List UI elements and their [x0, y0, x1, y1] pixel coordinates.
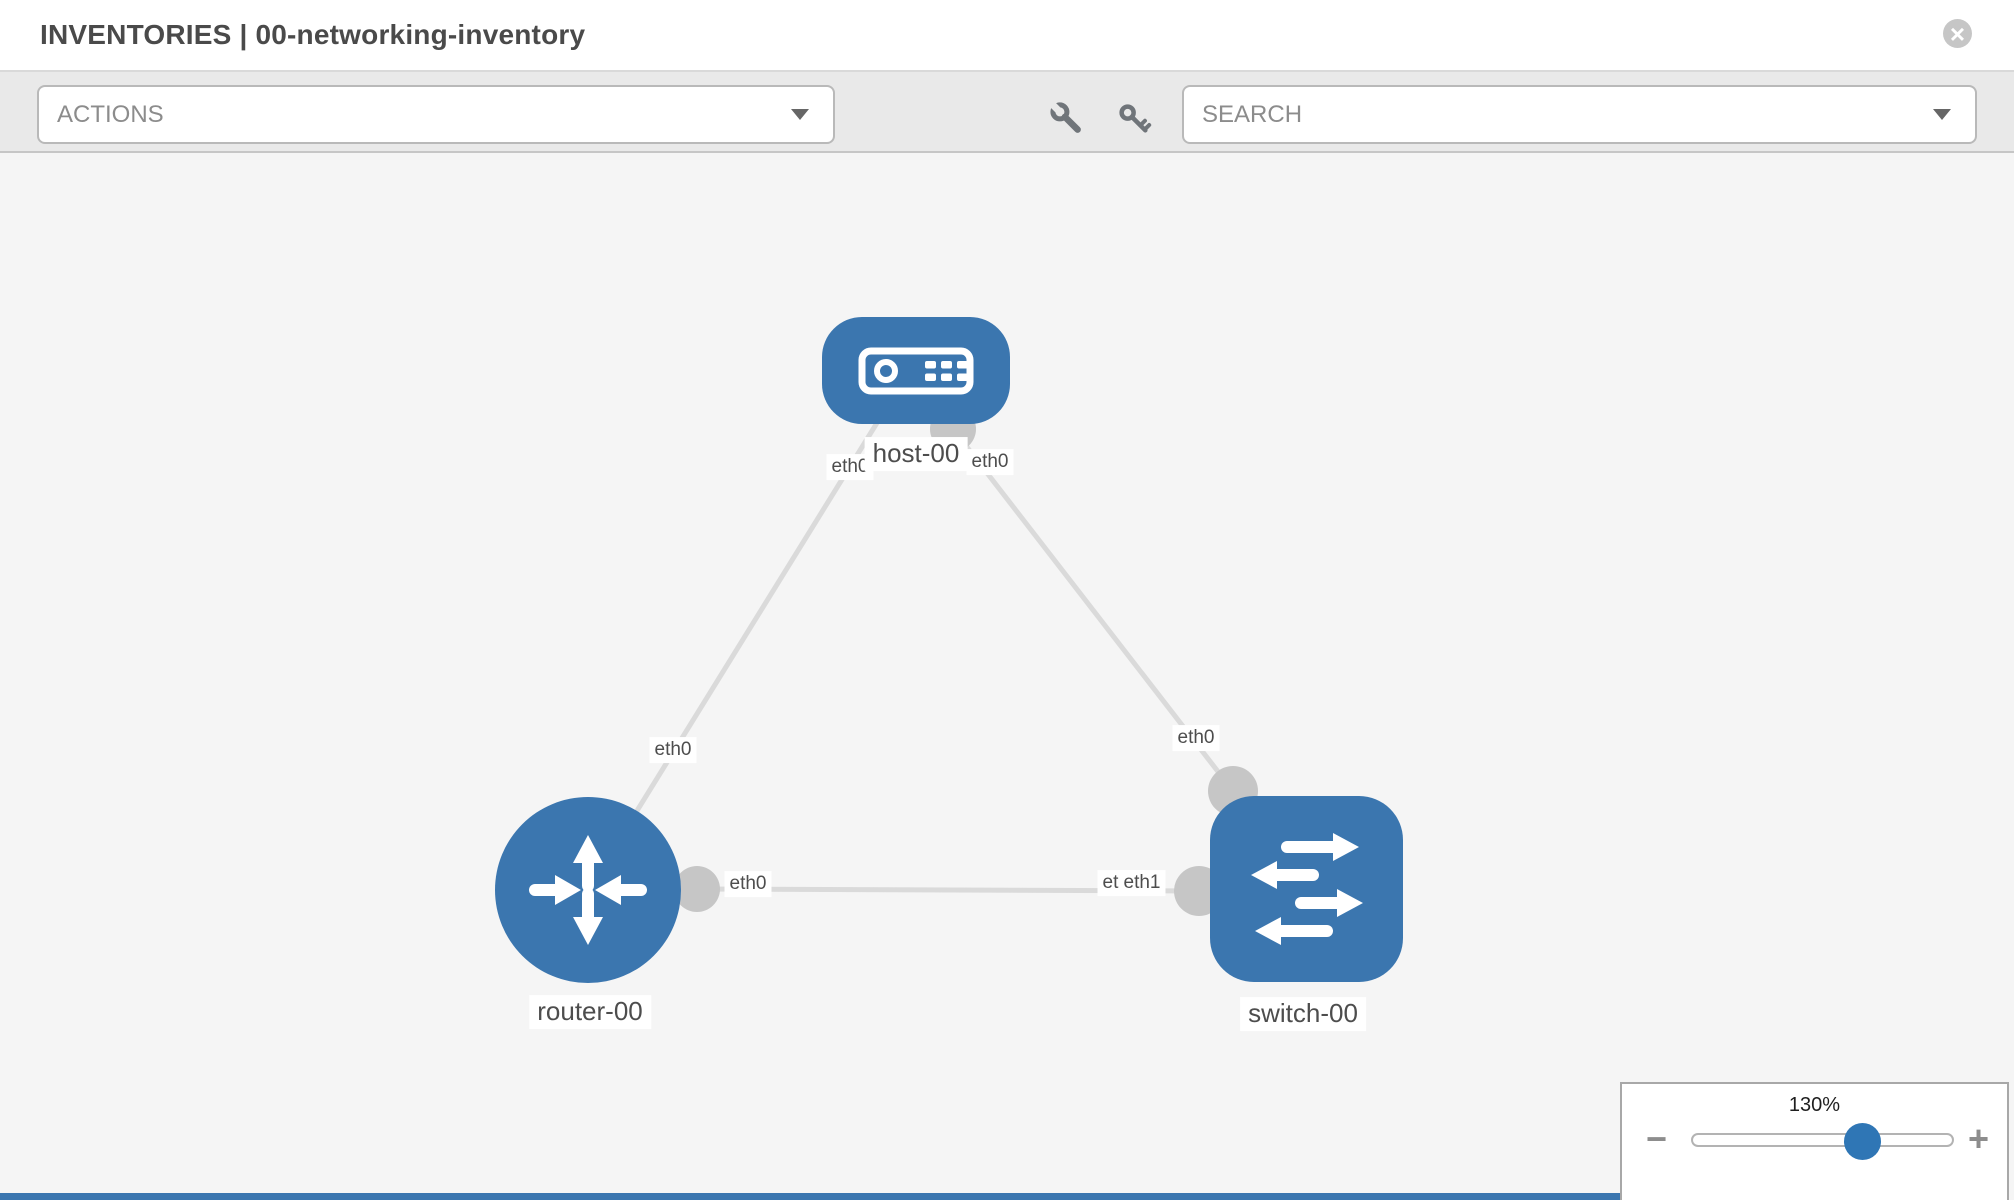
interface-label: eth0 [649, 737, 697, 763]
page-title: INVENTORIES | 00-networking-inventory [40, 19, 586, 50]
interface-label: eth0 [1172, 725, 1220, 751]
node-label-router-00: router-00 [529, 995, 651, 1029]
interface-label: eth0 [966, 449, 1014, 475]
wrench-button[interactable] [1046, 98, 1088, 140]
zoom-slider-thumb[interactable] [1844, 1123, 1881, 1160]
wrench-icon [1050, 102, 1081, 133]
node-host-00[interactable] [822, 317, 1010, 424]
actions-dropdown-label: ACTIONS [57, 100, 164, 128]
interface-label: eth0 [724, 871, 772, 897]
zoom-out-button[interactable]: − [1646, 1118, 1668, 1159]
node-label-switch-00: switch-00 [1240, 997, 1366, 1031]
zoom-in-button[interactable]: + [1968, 1118, 1990, 1159]
interface-dot [674, 866, 720, 912]
node-switch-00[interactable] [1210, 796, 1403, 982]
switch-arrows-icon [1250, 833, 1363, 945]
interface-label: eth1 [1118, 870, 1166, 896]
router-arrows-icon [529, 835, 647, 945]
key-button[interactable] [1113, 98, 1155, 140]
zoom-level-label: 130% [1788, 1094, 1841, 1116]
search-dropdown[interactable]: SEARCH [1182, 85, 1977, 144]
zoom-slider-track[interactable] [1691, 1133, 1954, 1147]
host-device-icon [858, 347, 974, 394]
node-label-host-00: host-00 [864, 437, 968, 471]
search-dropdown-label: SEARCH [1202, 100, 1303, 128]
bottom-panel-edge [0, 1193, 1620, 1200]
actions-dropdown[interactable]: ACTIONS [37, 85, 835, 144]
node-router-00[interactable] [495, 797, 681, 983]
chevron-down-icon [791, 109, 809, 120]
chevron-down-icon [1933, 109, 1951, 120]
key-icon [1119, 104, 1152, 133]
toolbar: ACTIONS SEARCH [0, 72, 2014, 153]
close-icon: × [1949, 18, 1966, 49]
header: INVENTORIES | 00-networking-inventory × [0, 0, 2014, 72]
close-button[interactable]: × [1943, 19, 1972, 48]
link-layer [585, 406, 1258, 916]
topology-canvas[interactable]: eth0 eth0 eth0 eth0 eth0 eth0 eth1 host-… [0, 153, 2014, 1200]
zoom-panel: 130% − + [1620, 1082, 2009, 1200]
